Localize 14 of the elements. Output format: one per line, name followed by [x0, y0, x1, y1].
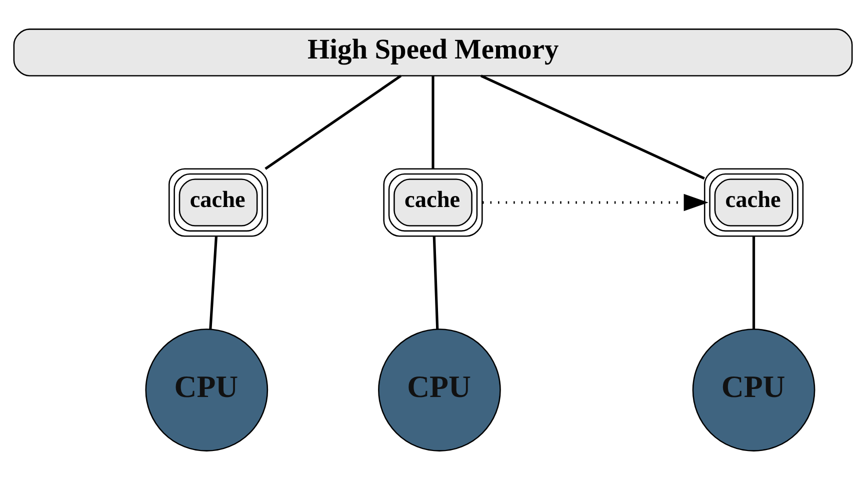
connector: [264, 74, 402, 170]
connector: [209, 236, 218, 330]
node-box: cache: [383, 168, 483, 237]
connector: [752, 236, 756, 330]
arrow: [482, 194, 708, 212]
node-box: cache: [168, 168, 268, 237]
node-circle: CPU: [378, 328, 501, 452]
connector: [480, 74, 705, 180]
node-box: High Speed Memory: [13, 28, 853, 76]
connector: [432, 236, 439, 330]
node-circle: CPU: [145, 328, 268, 452]
connector: [432, 76, 434, 169]
node-box: cache: [704, 168, 804, 237]
node-circle: CPU: [692, 328, 816, 452]
